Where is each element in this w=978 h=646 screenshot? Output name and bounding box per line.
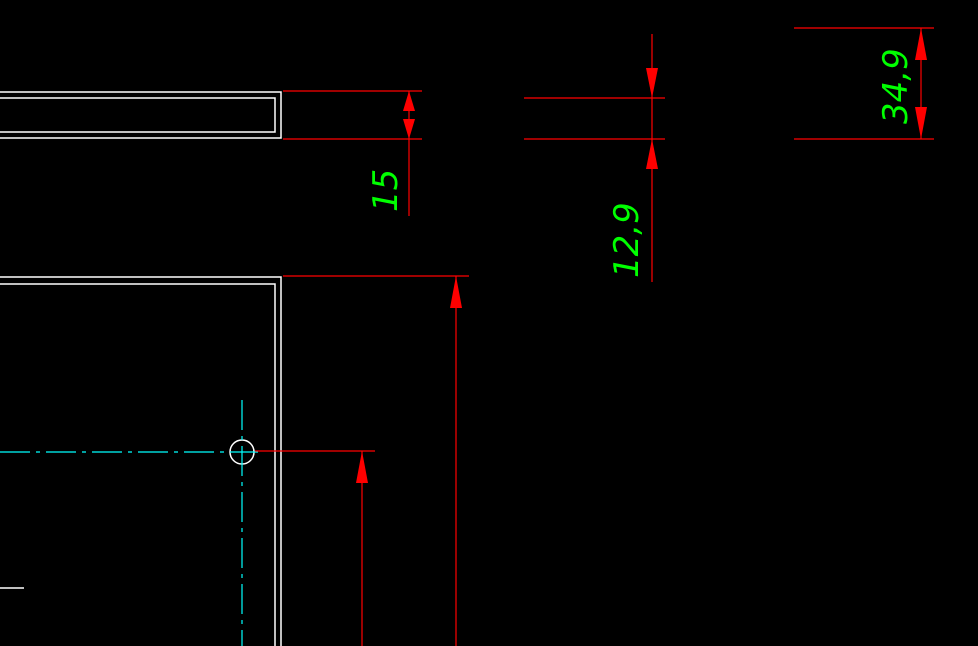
dim-34-9-arrow-down: [915, 107, 927, 139]
dim-12-9-arrow-down: [646, 68, 658, 98]
dim-34-9-arrow-up: [915, 28, 927, 60]
dimension-arrows: [356, 28, 927, 483]
lower-body-outer: [0, 276, 282, 646]
centerlines: [0, 400, 258, 646]
dim-15-arrow-up: [403, 91, 415, 111]
dim-15-arrow-down: [403, 119, 415, 139]
dim-body-arrow-up: [450, 276, 462, 308]
dimension-text-15[interactable]: 15: [366, 169, 406, 212]
dim-hole-arrow-up: [356, 451, 368, 483]
dimension-text-34-9[interactable]: 34,9: [876, 48, 916, 124]
lower-body-inner: [0, 283, 276, 646]
dimension-text-12-9[interactable]: 12,9: [607, 202, 647, 278]
upper-plate-inner: [0, 97, 276, 133]
upper-plate-outer: [0, 91, 282, 139]
dim-12-9-arrow-up: [646, 139, 658, 169]
